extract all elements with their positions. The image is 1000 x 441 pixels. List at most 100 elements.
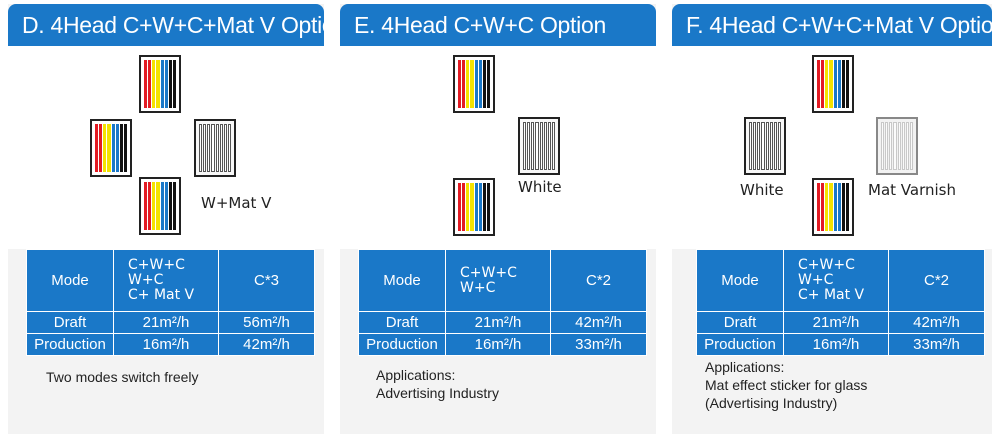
printhead-stripe — [833, 183, 837, 231]
printhead-stripe — [211, 124, 215, 172]
mode-list: C+W+C W+C C+ Mat V — [783, 249, 889, 312]
mat-varnish-printhead-icon — [876, 117, 918, 175]
printhead-stripe — [164, 182, 168, 230]
head-label: Mat Varnish — [868, 181, 956, 199]
mode-item: W+C — [128, 272, 164, 288]
printhead-stripe — [119, 124, 123, 172]
option-card-f: F. 4Head C+W+C+Mat V Option White Mat Va… — [672, 4, 992, 434]
printhead-stripe — [123, 124, 127, 172]
printhead-stripe — [905, 122, 909, 170]
printhead-stripe — [543, 122, 547, 170]
printhead-stripe — [901, 122, 905, 170]
printhead-stripe — [909, 122, 913, 170]
printhead-stripe — [215, 124, 219, 172]
note-line: Two modes switch freely — [46, 369, 199, 385]
printhead-stripe — [115, 124, 119, 172]
printhead-stripe — [833, 60, 837, 108]
speed-value: 42m²/h — [218, 333, 315, 356]
printhead-stripe — [203, 124, 207, 172]
note-line: Applications: — [705, 359, 785, 375]
printhead-stripe — [841, 183, 845, 231]
note-line: Applications: — [376, 367, 456, 383]
printhead-stripe — [462, 60, 466, 108]
printhead-stripe — [531, 122, 535, 170]
mode-item: C+W+C — [460, 264, 517, 281]
white-printhead-icon — [518, 117, 560, 175]
printhead-stripe — [482, 60, 486, 108]
printhead-stripe — [470, 60, 474, 108]
card-title: F. 4Head C+W+C+Mat V Option — [672, 4, 992, 46]
printhead-stripe — [478, 183, 482, 231]
column-header: C*3 — [218, 249, 315, 312]
mode-list: C+W+C W+C C+ Mat V — [113, 249, 219, 312]
printhead-stripe — [148, 182, 152, 230]
mode-header: Mode — [696, 249, 784, 312]
option-card-e: E. 4Head C+W+C Option White Mode C+W+C W… — [340, 4, 656, 434]
printhead-stripe — [466, 60, 470, 108]
printhead-diagram: White — [340, 46, 656, 249]
printhead-stripe — [817, 60, 821, 108]
color-printhead-icon — [453, 55, 495, 113]
printhead-stripe — [845, 60, 849, 108]
printhead-stripe — [757, 122, 761, 170]
speed-value: 21m²/h — [113, 311, 219, 334]
speed-value: 33m²/h — [550, 333, 647, 356]
printhead-stripe — [829, 183, 833, 231]
printhead-stripe — [470, 183, 474, 231]
printhead-stripe — [172, 60, 176, 108]
printhead-stripe — [148, 60, 152, 108]
printhead-stripe — [168, 60, 172, 108]
printhead-stripe — [95, 124, 99, 172]
mode-header: Mode — [26, 249, 114, 312]
mode-item: W+C — [460, 279, 496, 296]
printhead-stripe — [156, 60, 160, 108]
speed-value: 16m²/h — [113, 333, 219, 356]
option-card-d: D. 4Head C+W+C+Mat V Option W+Mat V Mode… — [8, 4, 324, 434]
color-printhead-icon — [139, 177, 181, 235]
printhead-stripe — [458, 183, 462, 231]
printhead-diagram: White Mat Varnish — [672, 46, 992, 249]
speed-value: 16m²/h — [445, 333, 551, 356]
speed-table: Mode C+W+C W+C C+ Mat V C*3 Draft 21m²/h… — [26, 249, 315, 356]
row-label: Production — [358, 333, 446, 356]
note-line: Mat effect sticker for glass — [705, 377, 868, 393]
printhead-stripe — [482, 183, 486, 231]
speed-value: 21m²/h — [783, 311, 889, 334]
printhead-stripe — [103, 124, 107, 172]
printhead-stripe — [172, 182, 176, 230]
row-label: Production — [26, 333, 114, 356]
row-label: Draft — [358, 311, 446, 334]
head-label: White — [740, 181, 784, 199]
printhead-stripe — [144, 60, 148, 108]
printhead-stripe — [107, 124, 111, 172]
printhead-stripe — [777, 122, 781, 170]
printhead-stripe — [821, 60, 825, 108]
row-label: Production — [696, 333, 784, 356]
color-printhead-icon — [139, 55, 181, 113]
printhead-stripe — [111, 124, 115, 172]
printhead-stripe — [845, 183, 849, 231]
printhead-stripe — [478, 60, 482, 108]
printhead-stripe — [761, 122, 765, 170]
column-header: C*2 — [888, 249, 985, 312]
printhead-stripe — [152, 182, 156, 230]
mode-list: C+W+C W+C — [445, 249, 551, 312]
color-printhead-icon — [812, 55, 854, 113]
head-label: W+Mat V — [201, 194, 272, 212]
color-printhead-icon — [812, 178, 854, 236]
printhead-stripe — [749, 122, 753, 170]
printhead-stripe — [829, 60, 833, 108]
mode-header: Mode — [358, 249, 446, 312]
printhead-stripe — [773, 122, 777, 170]
printhead-stripe — [897, 122, 901, 170]
color-printhead-icon — [453, 178, 495, 236]
speed-value: 16m²/h — [783, 333, 889, 356]
card-note: Two modes switch freely — [46, 368, 199, 386]
column-header: C*2 — [550, 249, 647, 312]
mode-item: C+ Mat V — [798, 287, 865, 303]
mode-item: C+W+C — [798, 257, 855, 273]
card-note: Applications: Mat effect sticker for gla… — [705, 358, 867, 412]
row-label: Draft — [696, 311, 784, 334]
printhead-stripe — [160, 182, 164, 230]
speed-value: 42m²/h — [550, 311, 647, 334]
